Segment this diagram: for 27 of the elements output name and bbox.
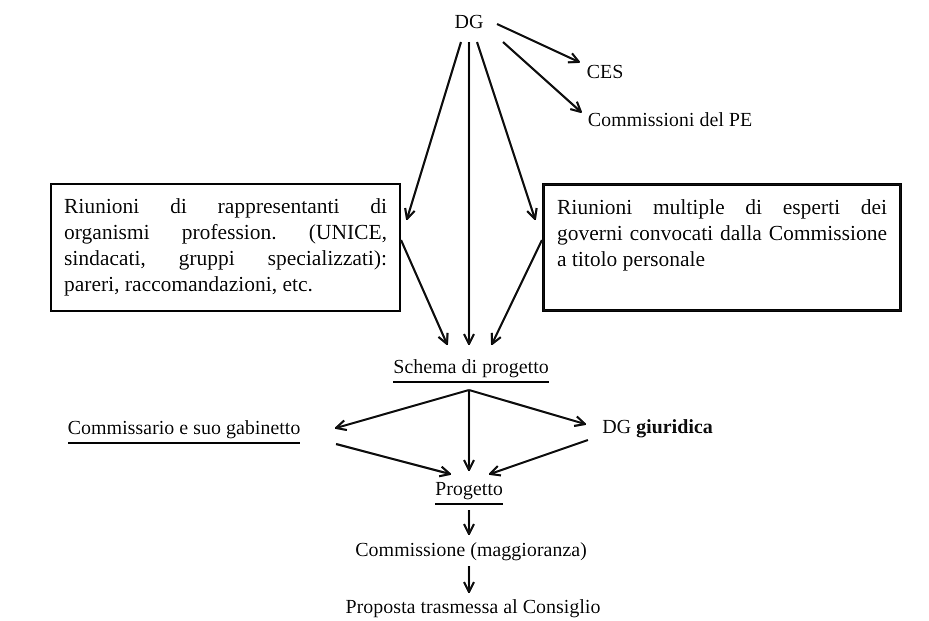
arrow bbox=[334, 388, 470, 432]
arrow bbox=[336, 442, 452, 478]
arrow bbox=[400, 240, 449, 346]
node-label: Commissioni del PE bbox=[588, 110, 752, 130]
node-label: Proposta trasmessa al Consiglio bbox=[346, 597, 600, 617]
node-label: Commissario e suo gabinetto bbox=[68, 418, 300, 444]
box-text: Riunioni multiple di esperti dei governi convocati dalla Commissione a titolo personale bbox=[557, 194, 887, 272]
arrow bbox=[490, 240, 543, 346]
arrow bbox=[404, 42, 462, 220]
node-label: Commissione (maggioranza) bbox=[355, 540, 587, 560]
arrow bbox=[468, 388, 586, 428]
arrow bbox=[462, 42, 476, 346]
arrow bbox=[462, 566, 476, 594]
arrow bbox=[476, 42, 538, 220]
node-label: CES bbox=[586, 62, 624, 82]
arrow bbox=[502, 41, 582, 114]
node-label: DG bbox=[454, 12, 484, 32]
arrow bbox=[462, 390, 476, 472]
node-label: Progetto bbox=[435, 479, 503, 505]
node-label: Schema di progetto bbox=[393, 357, 549, 383]
node-label: DG giuridica bbox=[602, 417, 713, 437]
box-text: Riunioni di rappresentanti di organismi profession. (UNICE, sindacati, gruppi specializzati): pareri, raccomandazioni, etc. bbox=[64, 193, 387, 297]
text-box bbox=[50, 183, 401, 312]
arrow bbox=[462, 510, 476, 536]
arrow bbox=[488, 438, 588, 477]
text-box bbox=[542, 183, 902, 312]
arrow bbox=[496, 23, 580, 64]
